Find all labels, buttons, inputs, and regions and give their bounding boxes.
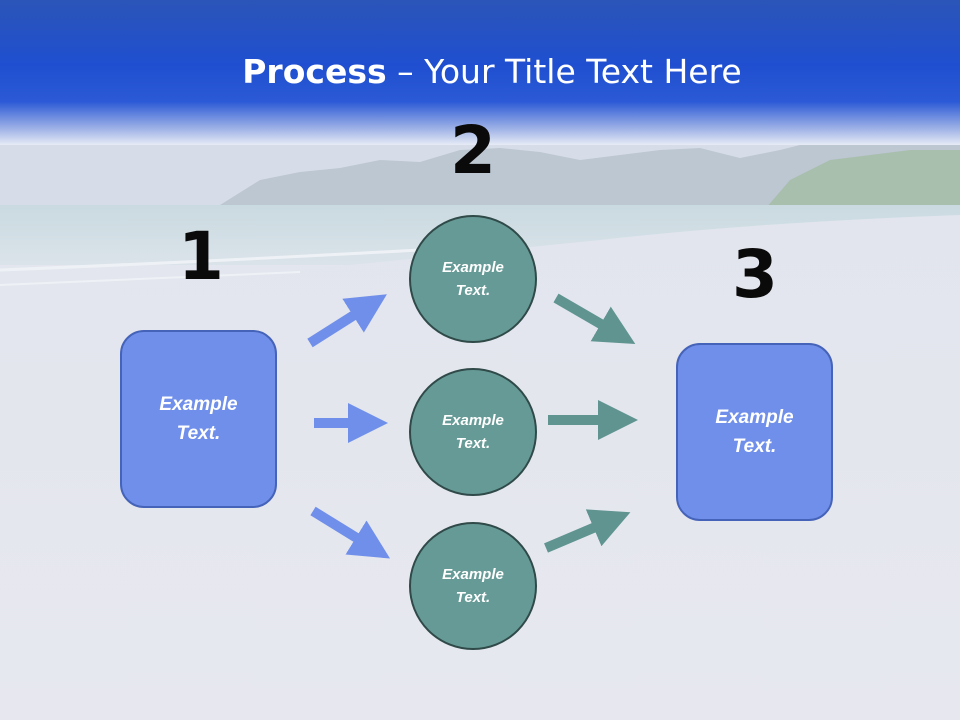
right-process-box: Example Text. xyxy=(676,343,833,521)
circle-node-top: Example Text. xyxy=(409,215,537,343)
mountains xyxy=(220,135,960,215)
slide-title: Process – Your Title Text Here xyxy=(0,52,960,91)
circle-node-middle: Example Text. xyxy=(409,368,537,496)
left-process-box: Example Text. xyxy=(120,330,277,508)
title-rest: – Your Title Text Here xyxy=(386,52,742,91)
step-number-1: 1 xyxy=(178,218,224,295)
title-bar xyxy=(0,0,960,145)
title-bold: Process xyxy=(242,52,387,91)
step-number-3: 3 xyxy=(732,236,778,313)
circle-node-bottom: Example Text. xyxy=(409,522,537,650)
step-number-2: 2 xyxy=(450,112,496,189)
